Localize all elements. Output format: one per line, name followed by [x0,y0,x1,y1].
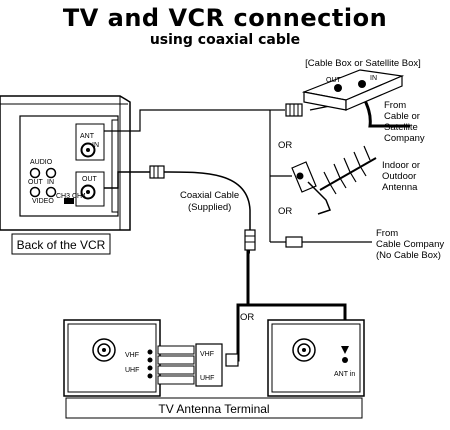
from-cable-line1: From [376,228,398,239]
or-label-1: OR [278,140,292,151]
cable-box [301,69,405,111]
or-label-3: OR [240,312,254,323]
vcr-in-label: IN [92,142,99,149]
antenna-line1: Indoor or [382,160,420,171]
vcr-unit [0,95,131,231]
from-satellite-line3: Satellite [384,122,418,133]
tv-vhf-label: VHF [125,352,139,359]
tv-ant-in [267,319,365,397]
coaxial-line2: (Supplied) [188,202,231,213]
tv-uhf-label: UHF [125,367,139,374]
ant-in-label: ANT in [334,371,355,378]
cable-box-in-label: IN [370,75,377,82]
adapter-uhf-label: UHF [200,375,214,382]
from-satellite-line1: From [384,100,406,111]
tv-terminal-box [65,397,363,419]
vcr-audio-in-label: IN [47,179,54,186]
cable-box-out-label: OUT [326,77,342,84]
coaxial-line1: Coaxial Cable [180,190,239,201]
from-satellite-line2: Cable or [384,111,420,122]
vcr-ant-label: ANT [80,133,95,140]
from-cable-line3: (No Cable Box) [376,250,441,261]
from-cable-line2: Cable Company [376,239,444,250]
antenna [291,145,377,215]
vcr-video-label: VIDEO [32,198,54,205]
or-label-2: OR [278,206,292,217]
tv-terminal-label: TV Antenna Terminal [158,402,269,416]
adapter-vhf-label: VHF [200,351,214,358]
diagram-subtitle: using coaxial cable [149,32,301,48]
vcr-ch-label: CH3 CH4 [56,193,86,200]
tv-vhf-uhf [63,319,223,397]
cables [104,79,410,362]
vcr-audio-label: AUDIO [30,159,53,166]
cable-connectors [149,103,372,367]
antenna-line3: Antenna [382,182,418,193]
antenna-line2: Outdoor [382,171,416,182]
from-satellite-line4: Company [384,133,425,144]
vcr-out-label: OUT [82,176,98,183]
back-of-vcr-label: Back of the VCR [17,238,106,252]
vcr-audio-out-label: OUT [28,179,44,186]
cable-box-label: [Cable Box or Satellite Box] [305,58,421,69]
diagram-title: TV and VCR connection [62,4,388,32]
back-of-vcr-box [11,233,111,255]
